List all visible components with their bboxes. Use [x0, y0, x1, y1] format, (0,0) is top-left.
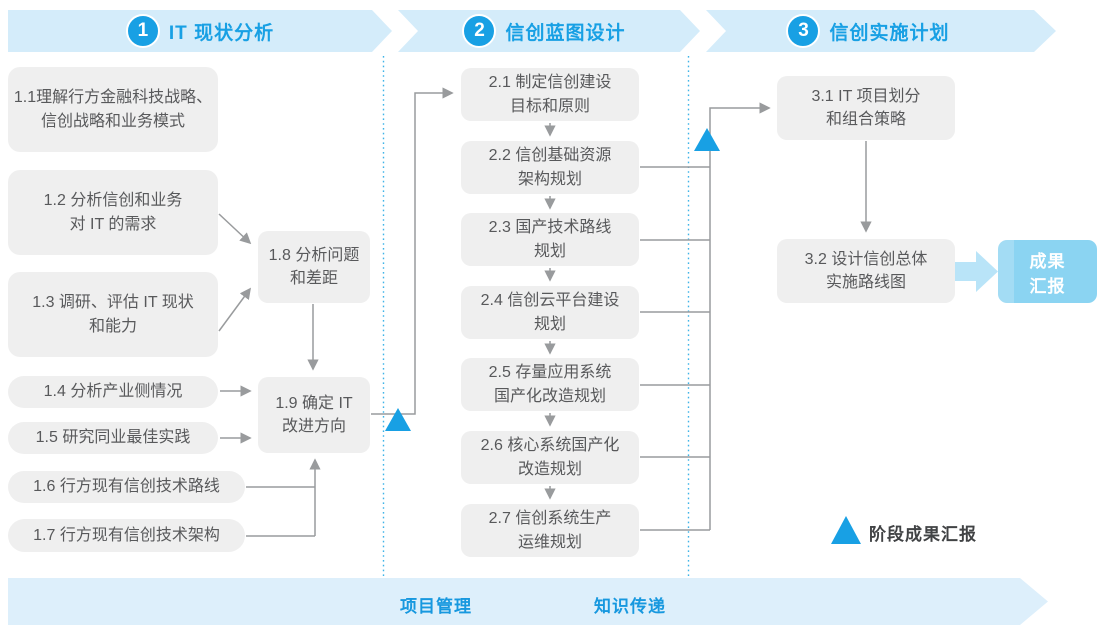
- footer-project-management-label: 项目管理: [400, 597, 472, 616]
- milestone-triangle-phase1-icon: [385, 408, 411, 431]
- phase3-number-badge: 3: [786, 14, 820, 48]
- box-1-2: 1.2 分析信创和业务 对 IT 的需求: [8, 170, 218, 255]
- phase1-title: IT 现状分析: [168, 22, 275, 44]
- box-1-3: 1.3 调研、评估 IT 现状 和能力: [8, 272, 218, 357]
- box-2-3: 2.3 国产技术路线 规划: [461, 213, 639, 266]
- box-2-7: 2.7 信创系统生产 运维规划: [461, 504, 639, 557]
- phase1-banner: 1 IT 现状分析: [8, 10, 392, 52]
- arrow-1-9-to-2-1: [371, 87, 454, 415]
- phase3-title: 信创实施计划: [829, 22, 950, 44]
- box-1-8: 1.8 分析问题 和差距: [258, 231, 370, 303]
- arrow-collector-to-3-1: [709, 102, 771, 530]
- box-2-6: 2.6 核心系统国产化 改造规划: [461, 431, 639, 484]
- box-1-1: 1.1理解行方金融科技战略、 信创战略和业务模式: [8, 67, 218, 152]
- box-3-2: 3.2 设计信创总体 实施路线图: [777, 239, 955, 303]
- legend-milestone-label: 阶段成果汇报: [869, 525, 977, 544]
- box-3-1: 3.1 IT 项目划分 和组合策略: [777, 76, 955, 140]
- arrow-1-2-to-1-8: [218, 213, 252, 245]
- result-block-arrow-icon: [955, 251, 998, 292]
- legend-triangle-icon: [831, 516, 861, 544]
- box-2-2: 2.2 信创基础资源 架构规划: [461, 141, 639, 194]
- box-2-1: 2.1 制定信创建设 目标和原则: [461, 68, 639, 121]
- box-1-7: 1.7 行方现有信创技术架构: [8, 519, 245, 552]
- box-1-6: 1.6 行方现有信创技术路线: [8, 471, 245, 503]
- box-2-4: 2.4 信创云平台建设 规划: [461, 286, 639, 339]
- phase2-banner: 2 信创蓝图设计: [398, 10, 700, 52]
- phase1-number-badge: 1: [126, 14, 160, 48]
- phase2-title: 信创蓝图设计: [505, 22, 626, 44]
- footer-knowledge-transfer-label: 知识传递: [594, 597, 666, 616]
- box-2-5: 2.5 存量应用系统 国产化改造规划: [461, 358, 639, 411]
- arrow-1-3-to-1-8: [218, 287, 252, 332]
- box-1-4: 1.4 分析产业侧情况: [8, 376, 218, 408]
- box-1-5: 1.5 研究同业最佳实践: [8, 422, 218, 454]
- box-1-9: 1.9 确定 IT 改进方向: [258, 377, 370, 453]
- result-report-box: 成果 汇报: [998, 240, 1097, 303]
- phase3-banner: 3 信创实施计划: [706, 10, 1056, 52]
- footer-banner: [8, 578, 1048, 625]
- milestone-triangle-phase2-icon: [694, 128, 720, 151]
- phase2-number-badge: 2: [462, 14, 496, 48]
